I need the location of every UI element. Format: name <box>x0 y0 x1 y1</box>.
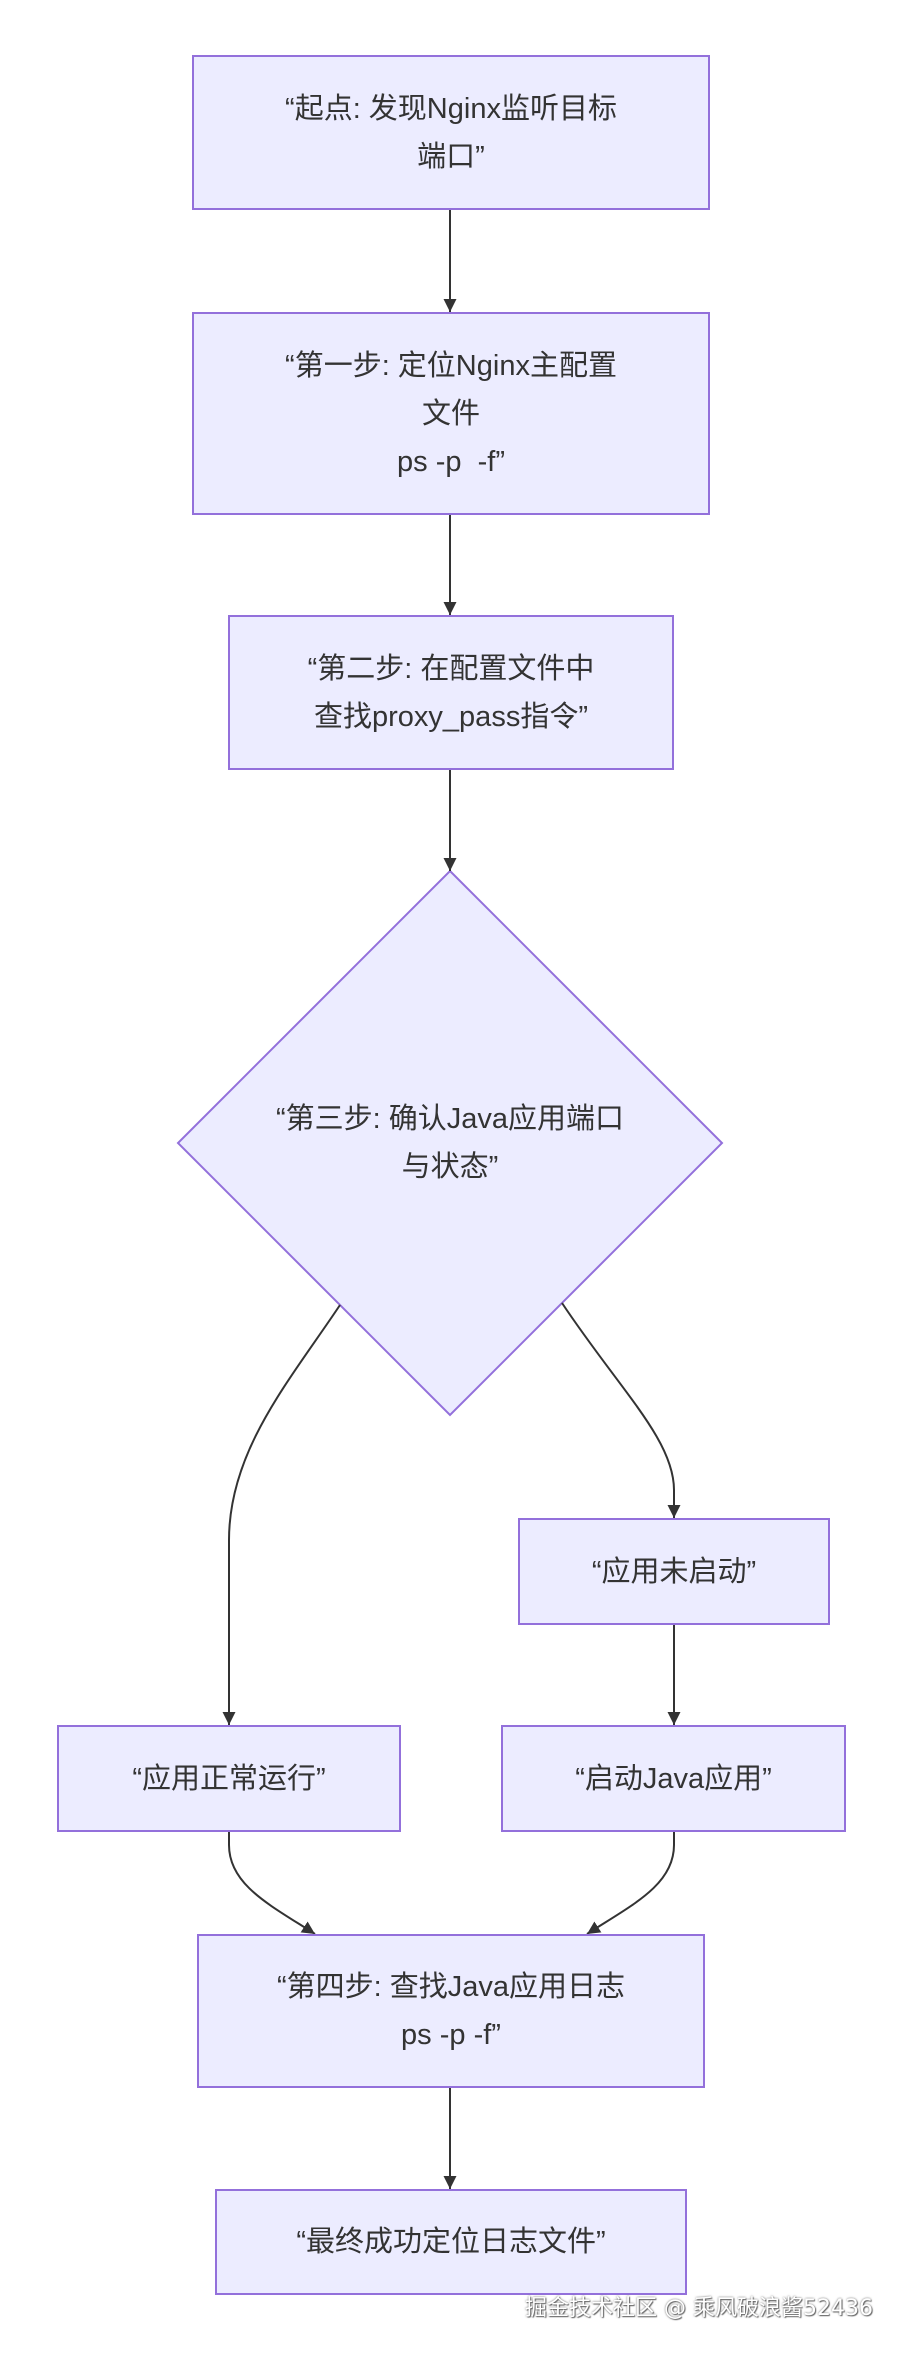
node-step4: “第四步: 查找Java应用日志 ps -p -f” <box>197 1934 705 2088</box>
node-label-line: ps -p -f” <box>397 445 505 478</box>
edge-step3-to-running <box>222 1304 341 1725</box>
node-label-line: 端口” <box>417 140 485 173</box>
node-label-line: “启动Java应用” <box>575 1762 772 1795</box>
node-label-line: “最终成功定位日志文件” <box>296 2226 606 2258</box>
node-final: “最终成功定位日志文件” <box>215 2189 687 2295</box>
node-start: “起点: 发现Nginx监听目标 端口” <box>192 55 710 210</box>
node-label-line: “应用正常运行” <box>132 1762 326 1795</box>
node-label-line: “应用未启动” <box>591 1555 757 1588</box>
node-label-line: ps -p -f” <box>401 2019 501 2051</box>
node-app-running: “应用正常运行” <box>57 1725 401 1832</box>
edge-running-to-step4 <box>228 1832 316 1935</box>
node-step2: “第二步: 在配置文件中 查找proxy_pass指令” <box>228 615 674 770</box>
node-label-line: 查找proxy_pass指令” <box>314 700 588 733</box>
node-start-java-app: “启动Java应用” <box>501 1725 846 1832</box>
node-label-line: 与状态” <box>401 1151 499 1183</box>
node-label-line: 文件 <box>421 397 480 430</box>
edge-step3-to-not-started <box>561 1302 681 1518</box>
node-step3-decision-diamond <box>176 869 724 1417</box>
node-label-line: “第四步: 查找Java应用日志 <box>276 1971 626 2003</box>
node-label-line: “第一步: 定位Nginx主配置 <box>285 349 617 382</box>
node-label-line: “第二步: 在配置文件中 <box>307 652 595 685</box>
watermark: 掘金技术社区 @ 乘风破浪酱52436 <box>525 2296 873 2321</box>
node-label-line: “第三步: 确认Java应用端口 <box>275 1103 625 1135</box>
edge-start-java-to-step4 <box>586 1832 675 1935</box>
node-app-not-started: “应用未启动” <box>518 1518 830 1625</box>
node-step1: “第一步: 定位Nginx主配置 文件 ps -p -f” <box>192 312 710 515</box>
node-label-line: “起点: 发现Nginx监听目标 <box>285 92 617 125</box>
node-step3-label: “第三步: 确认Java应用端口 与状态” <box>180 1095 720 1191</box>
